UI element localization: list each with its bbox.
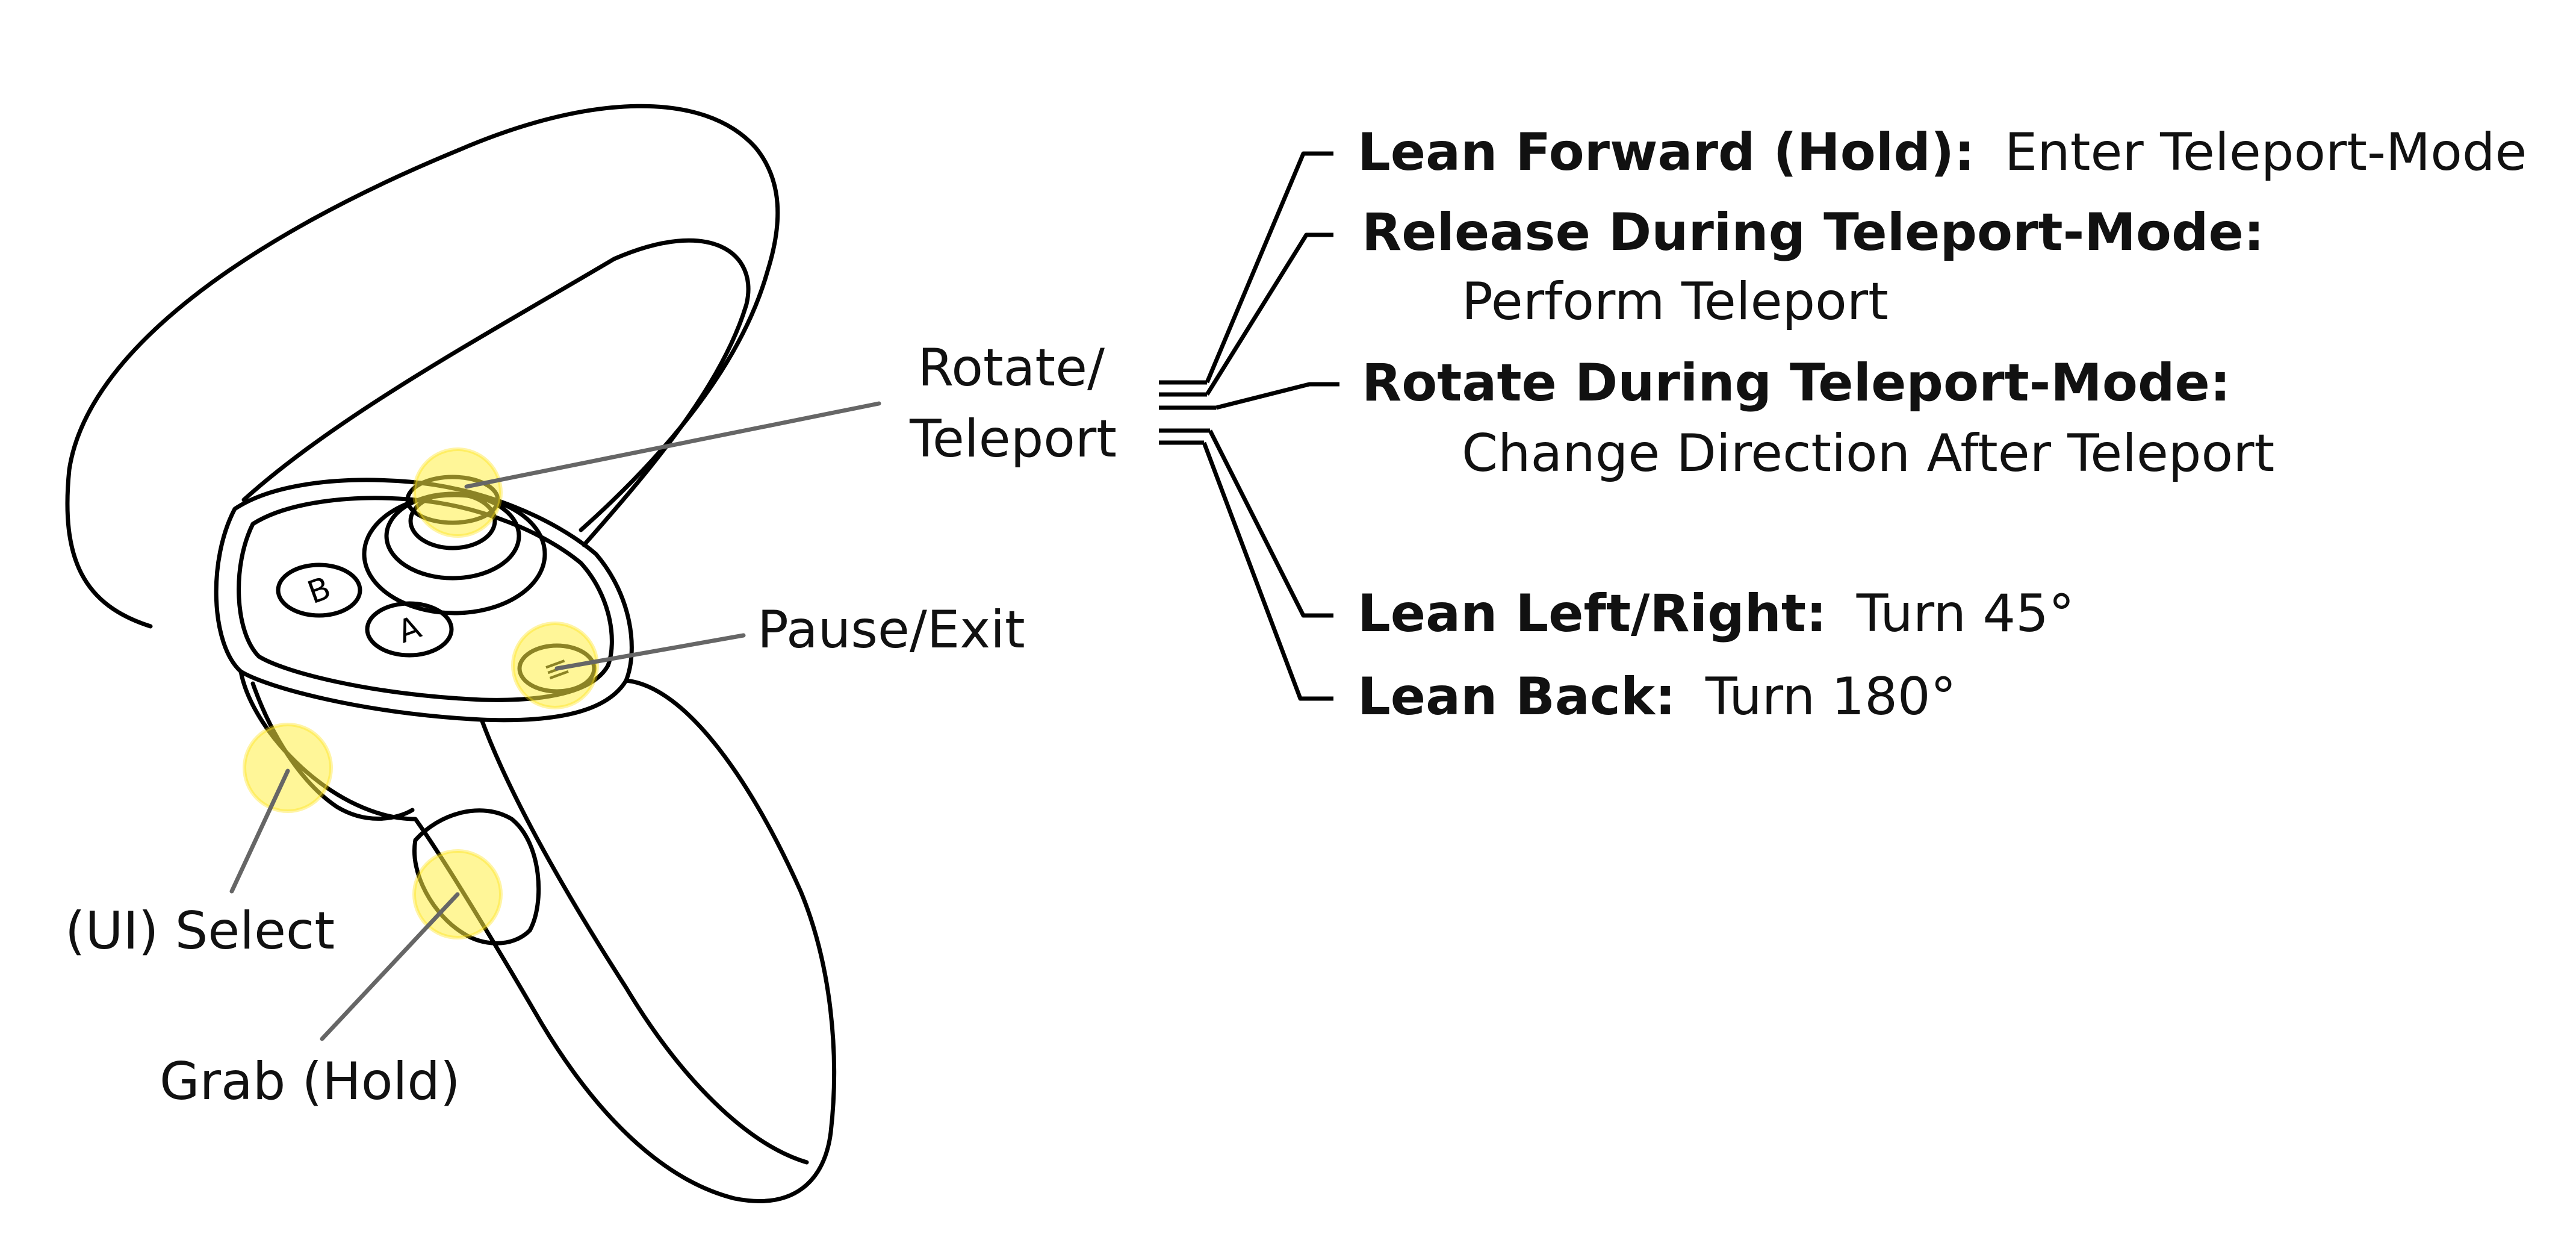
action-lean-back: Lean Back: Turn 180° (1358, 667, 1957, 727)
action-lean-back-label: Lean Back: (1358, 667, 1675, 727)
a-button-letter: A (393, 609, 426, 651)
action-lean-back-desc: Turn 180° (1705, 667, 1957, 727)
handle-outline (238, 669, 837, 1203)
bracket-branch-lean-back (1202, 441, 1333, 701)
action-rotate-label: Rotate During Teleport-Mode: (1362, 353, 2230, 413)
action-release-label: Release During Teleport-Mode: (1362, 202, 2264, 263)
action-rotate-desc: Change Direction After Teleport (1462, 423, 2274, 484)
label-teleport: Teleport (909, 409, 1117, 469)
bracket-branch-lean-forward (1205, 151, 1333, 384)
label-pause-exit: Pause/Exit (757, 600, 1025, 660)
leader-pause-exit (554, 633, 746, 671)
tracking-ring-outer (65, 104, 780, 629)
bracket-branch-release (1205, 232, 1333, 396)
action-lean-left-right-desc: Turn 45° (1856, 584, 2075, 644)
b-button (276, 562, 362, 618)
thumbstick-highlight (412, 447, 503, 538)
action-list: Lean Forward (Hold): Enter Teleport-Mode… (1358, 122, 2527, 727)
label-rotate: Rotate/ (917, 338, 1105, 398)
action-lean-left-right-label: Lean Left/Right: (1358, 584, 1826, 644)
action-lean-forward-label: Lean Forward (Hold): (1358, 122, 1975, 182)
action-lean-left-right: Lean Left/Right: Turn 45° (1358, 584, 2075, 644)
bracket-branch-rotate (1215, 382, 1339, 410)
leader-ui-select (229, 768, 290, 894)
label-grab-hold: Grab (Hold) (160, 1052, 461, 1112)
b-button-letter: B (303, 570, 335, 612)
tracking-ring-inner (241, 238, 751, 547)
trigger-highlight (243, 723, 333, 813)
action-release-desc: Perform Teleport (1462, 272, 1889, 332)
a-button (365, 601, 454, 658)
bracket-branch-lean-left-right (1208, 429, 1333, 618)
action-lean-forward-desc: Enter Teleport-Mode (2005, 122, 2527, 182)
handle-inner-line (479, 717, 809, 1165)
menu-highlight (511, 622, 599, 709)
action-bracket (1159, 151, 1339, 701)
action-lean-forward: Lean Forward (Hold): Enter Teleport-Mode (1358, 122, 2527, 182)
leader-rotate-teleport (464, 401, 881, 489)
controller-outline (65, 104, 837, 1203)
label-ui-select: (UI) Select (65, 901, 335, 961)
callout-leaders (229, 401, 881, 1041)
trigger-outline (250, 681, 415, 821)
leader-grab-hold (320, 892, 460, 1041)
